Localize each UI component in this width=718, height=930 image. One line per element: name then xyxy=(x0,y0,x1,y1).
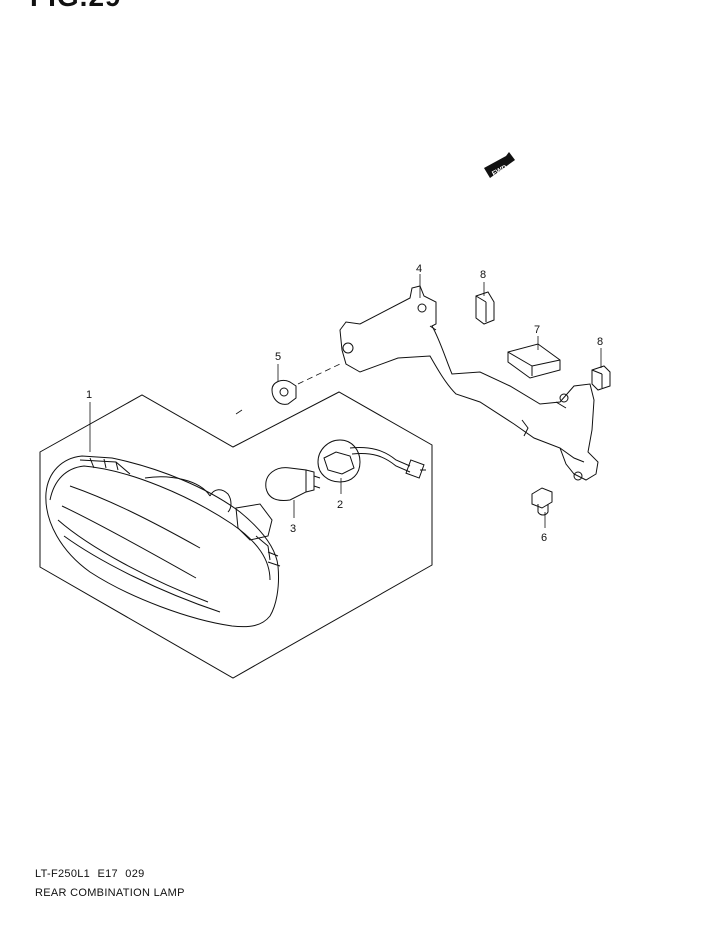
lamp-assembly-outline xyxy=(39,391,433,679)
lamp-housing xyxy=(45,455,281,628)
callout-1: 1 xyxy=(86,389,92,401)
mounting-bracket xyxy=(339,285,599,481)
model-code: LT-F250L1 xyxy=(35,868,91,880)
section-name: REAR COMBINATION LAMP xyxy=(35,887,185,899)
cushion-pad-right xyxy=(591,365,611,391)
bulb xyxy=(265,467,321,501)
grommet xyxy=(271,379,297,405)
cushion-pad-left xyxy=(475,291,495,325)
callout-5: 5 xyxy=(275,351,281,363)
bolt xyxy=(531,487,553,516)
callout-6: 6 xyxy=(541,532,547,544)
cushion-strip xyxy=(507,343,561,379)
callout-2: 2 xyxy=(337,499,343,511)
callout-8-right: 8 xyxy=(597,336,603,348)
footer-model-code: LT-F250L1 E17 029 xyxy=(35,868,149,880)
figure-title: FIG.29 xyxy=(30,0,122,11)
leader-lines xyxy=(89,274,602,528)
region-code: E17 xyxy=(97,868,118,880)
figure-number: 029 xyxy=(125,868,145,880)
callout-3: 3 xyxy=(290,523,296,535)
bulb-socket xyxy=(317,439,426,483)
forward-arrow-icon: FWD xyxy=(484,152,515,178)
callout-8-left: 8 xyxy=(480,269,486,281)
callout-4: 4 xyxy=(416,263,422,275)
callout-7: 7 xyxy=(534,324,540,336)
